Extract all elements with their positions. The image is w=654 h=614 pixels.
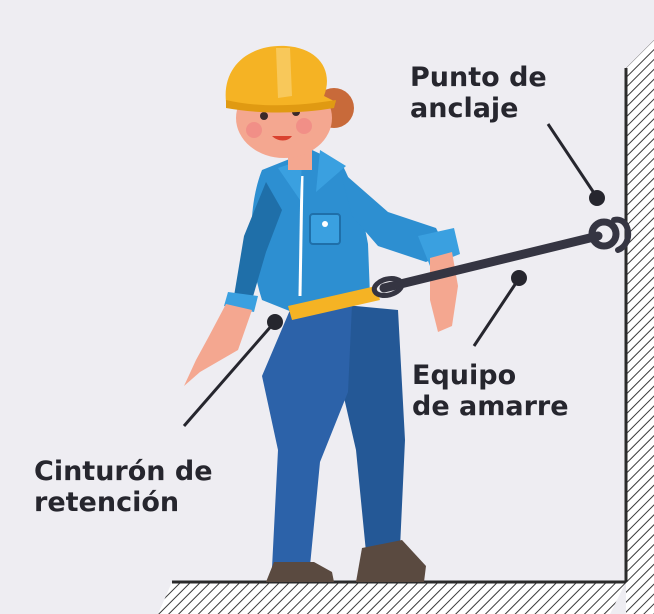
belt-label: Cinturón de retención <box>34 456 213 518</box>
anchor-hook-icon <box>588 216 631 253</box>
anchor-leader-dot <box>589 190 605 206</box>
belt <box>288 286 380 320</box>
belt-label-line-2: retención <box>34 487 180 518</box>
belt-label-line-1: Cinturón de <box>34 456 213 487</box>
floor <box>158 580 626 614</box>
back-leg <box>340 305 405 552</box>
front-boot <box>266 562 334 582</box>
chest-pocket <box>309 213 341 245</box>
leader-lines <box>182 123 605 427</box>
belt-leader-dot <box>267 314 283 330</box>
back-boot <box>356 540 426 582</box>
wall <box>624 40 654 614</box>
lanyard-label: Equipo de amarre <box>412 360 569 422</box>
lanyard-label-line-1: Equipo <box>412 360 517 391</box>
left-arm <box>234 182 282 300</box>
lanyard-leader-line <box>472 279 520 347</box>
anchor-point-label-line-2: anclaje <box>410 93 519 124</box>
front-leg <box>262 304 352 568</box>
worker-figure <box>184 45 460 582</box>
lanyard-hook-icon <box>371 276 405 298</box>
right-hand <box>430 252 458 332</box>
lanyard-label-line-2: de amarre <box>412 391 569 422</box>
lanyard <box>371 216 631 298</box>
lanyard-leader-dot <box>511 270 527 286</box>
anchor-leader-line <box>546 123 598 197</box>
left-hand <box>184 304 252 386</box>
anchor-point-label: Punto de anclaje <box>410 62 547 124</box>
anchor-point-label-line-1: Punto de <box>410 62 547 93</box>
belt-leader-line <box>182 323 275 427</box>
